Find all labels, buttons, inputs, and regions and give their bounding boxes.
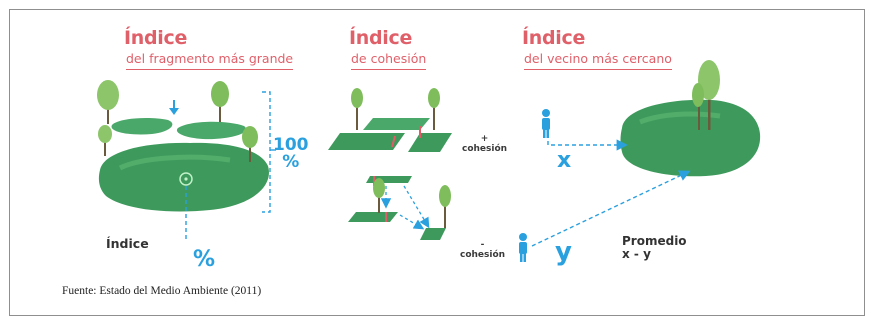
tree-icon [97, 80, 119, 124]
tree-icon [373, 178, 385, 213]
promedio-label: Promedio x - y [622, 234, 687, 261]
down-arrow-icon [169, 108, 179, 115]
panel2-art [328, 88, 452, 240]
cohesion-patch [420, 228, 446, 240]
tree-icon [428, 88, 440, 130]
hundred-percent-bracket [262, 91, 271, 213]
small-patch-center [176, 121, 247, 140]
panel3-art [519, 60, 761, 262]
tree-icon [211, 81, 229, 122]
panel3-subtitle: del vecino más cercano [524, 51, 672, 70]
less-cohesion-label: - cohesión [460, 240, 506, 260]
tree-icon [351, 88, 363, 130]
hundred-percent-label: 100 % [273, 135, 309, 172]
tree-icon [439, 185, 451, 228]
cohesion-patch [408, 133, 452, 152]
large-patch [98, 142, 269, 212]
cohesion-patch [363, 118, 430, 130]
percent-label: % [193, 247, 216, 272]
panel2-title: Índice [349, 27, 413, 49]
cohesion-patch [366, 176, 412, 183]
cohesion-patch [328, 133, 405, 150]
more-cohesion-label: + cohesión [462, 134, 508, 154]
person-icon [542, 109, 550, 138]
indice-label: Índice [106, 236, 149, 251]
tree-icon [98, 125, 112, 156]
panel1-subtitle: del fragmento más grande [126, 51, 294, 70]
small-patch-left [111, 117, 173, 135]
panel1-art [97, 80, 276, 240]
cohesion-patch [348, 212, 398, 222]
panel2-subtitle: de cohesión [351, 51, 427, 70]
y-label: y [555, 237, 572, 267]
target-circle [179, 172, 193, 186]
panel1-title: Índice [124, 27, 188, 49]
tree-icon [242, 126, 258, 162]
person-icon [519, 233, 527, 262]
neighbour-patch [620, 99, 761, 177]
x-label: x [557, 148, 572, 173]
tree-icon [692, 83, 704, 130]
tree-icon [698, 60, 720, 130]
panel3-title: Índice [522, 27, 586, 49]
source-caption: Fuente: Estado del Medio Ambiente (2011) [62, 285, 262, 297]
